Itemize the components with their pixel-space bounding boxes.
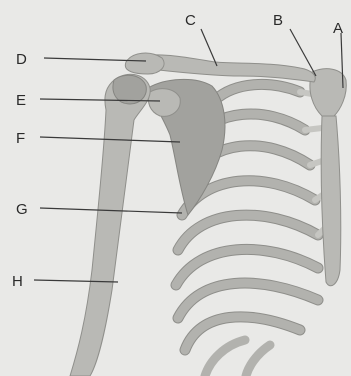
label-F: F [16, 130, 25, 147]
humerus [70, 74, 150, 376]
label-C: C [185, 12, 196, 29]
scapula [148, 79, 225, 215]
label-D: D [16, 51, 27, 68]
label-B: B [273, 12, 283, 29]
rib-9 [205, 340, 245, 376]
rib-10 [246, 345, 270, 376]
label-H: H [12, 273, 23, 290]
label-G: G [16, 201, 28, 218]
sternum [310, 69, 346, 286]
clavicle [137, 55, 315, 82]
label-A: A [333, 20, 343, 37]
sternum-body [321, 116, 341, 286]
label-E: E [16, 92, 26, 109]
humerus-head [113, 75, 146, 104]
humerus-shaft [70, 74, 150, 376]
glenoid-region [148, 89, 180, 117]
costal-cartilage-2 [305, 128, 322, 130]
acromion [125, 53, 164, 74]
rib-1 [215, 84, 300, 100]
